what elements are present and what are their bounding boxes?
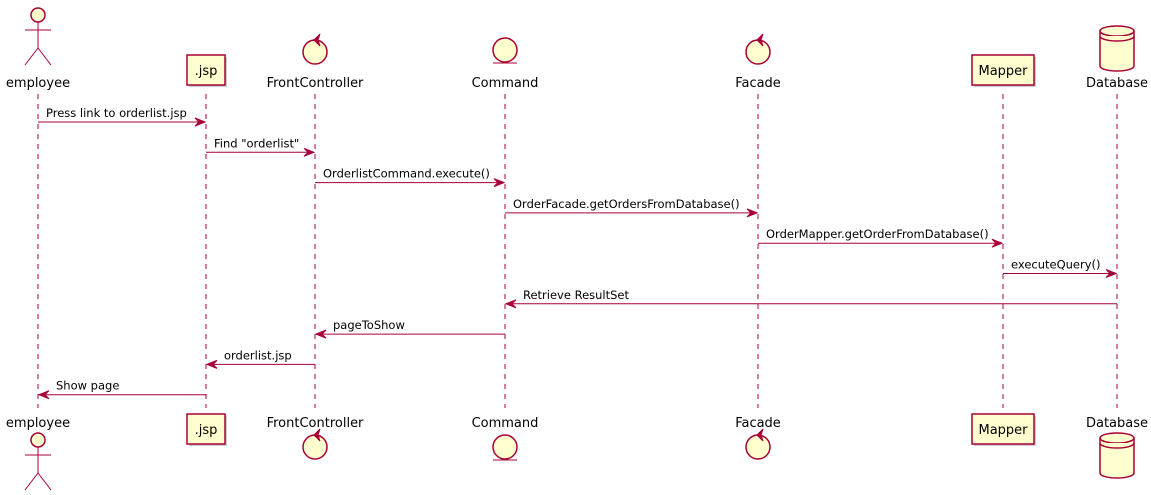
message-label: orderlist.jsp [224,348,292,362]
actor-icon [24,432,52,491]
control-icon [302,33,328,65]
participant-command-bottom: Command [472,416,539,461]
message: orderlist.jsp [205,348,315,369]
participant-frontcontroller-top: FrontController [267,33,364,91]
participant-label-mapper: Mapper [978,64,1028,79]
message-label: pageToShow [333,318,405,332]
participant-jsp-top: .jsp [186,54,227,87]
message-label: Find "orderlist" [214,136,299,150]
message: OrderlistCommand.execute() [315,167,506,188]
participant-label-mapper: Mapper [978,423,1028,438]
arrowhead-icon [194,117,207,127]
message: executeQuery() [1003,258,1118,278]
message-label: Retrieve ResultSet [523,288,630,302]
participant-box [186,54,227,87]
control-icon [302,428,328,460]
participant-label-database: Database [1086,76,1148,91]
participant-command-top: Command [472,37,539,91]
message: Find "orderlist" [206,136,316,157]
participant-label-jsp: .jsp [195,423,218,438]
participant-label-facade: Facade [735,416,781,431]
participant-employee-top: employee [6,7,70,91]
participant-label-employee: employee [6,76,70,91]
arrowhead-icon [205,359,218,369]
participant-label-frontcontroller: FrontController [267,76,364,91]
participant-database-top: Database [1086,25,1148,91]
lifelines [37,94,1118,408]
message-label: OrderFacade.getOrdersFromDatabase() [513,197,740,211]
participant-label-jsp: .jsp [195,64,218,79]
actor-icon [24,7,52,66]
message: Retrieve ResultSet [504,288,1117,309]
message: Show page [37,379,206,400]
arrowhead-icon [303,147,316,157]
arrowhead-icon [37,390,50,400]
participant-label-command: Command [472,416,539,431]
arrowhead-icon [1105,269,1118,278]
message-label: Show page [56,379,119,393]
message-label: executeQuery() [1011,258,1101,272]
participant-facade-bottom: Facade [735,416,781,460]
participant-facade-top: Facade [735,33,781,91]
message-label: Press link to orderlist.jsp [46,106,187,120]
participant-label-command: Command [472,76,539,91]
participant-jsp-bottom: .jsp [186,413,227,446]
arrowhead-icon [991,238,1004,248]
entity-icon [492,434,518,461]
participant-mapper-top: Mapper [971,54,1036,87]
message: pageToShow [314,318,505,339]
arrowhead-icon [493,178,506,188]
participant-label-facade: Facade [735,76,781,91]
entity-icon [492,37,518,64]
participant-box [971,54,1036,87]
participant-frontcontroller-bottom: FrontController [267,416,364,460]
participant-mapper-bottom: Mapper [971,413,1036,446]
database-icon [1099,25,1135,72]
participant-box [186,413,227,446]
participants-bottom: employee .jsp FrontController Command Facade… [6,413,1148,491]
participant-database-bottom: Database [1086,416,1148,479]
arrowhead-icon [746,208,759,218]
participant-label-employee: employee [6,416,70,431]
participant-employee-bottom: employee [6,416,70,491]
message-label: OrderMapper.getOrderFromDatabase() [766,227,989,241]
participant-label-database: Database [1086,416,1148,431]
control-icon [745,33,771,65]
arrowhead-icon [314,329,327,339]
message-label: OrderlistCommand.execute() [323,167,490,181]
control-icon [745,428,771,460]
message: OrderMapper.getOrderFromDatabase() [758,227,1004,248]
message: OrderFacade.getOrdersFromDatabase() [505,197,759,218]
participant-label-frontcontroller: FrontController [267,416,364,431]
database-icon [1099,432,1135,479]
message: Press link to orderlist.jsp [38,106,207,127]
arrowhead-icon [504,299,517,309]
participant-box [971,413,1036,446]
